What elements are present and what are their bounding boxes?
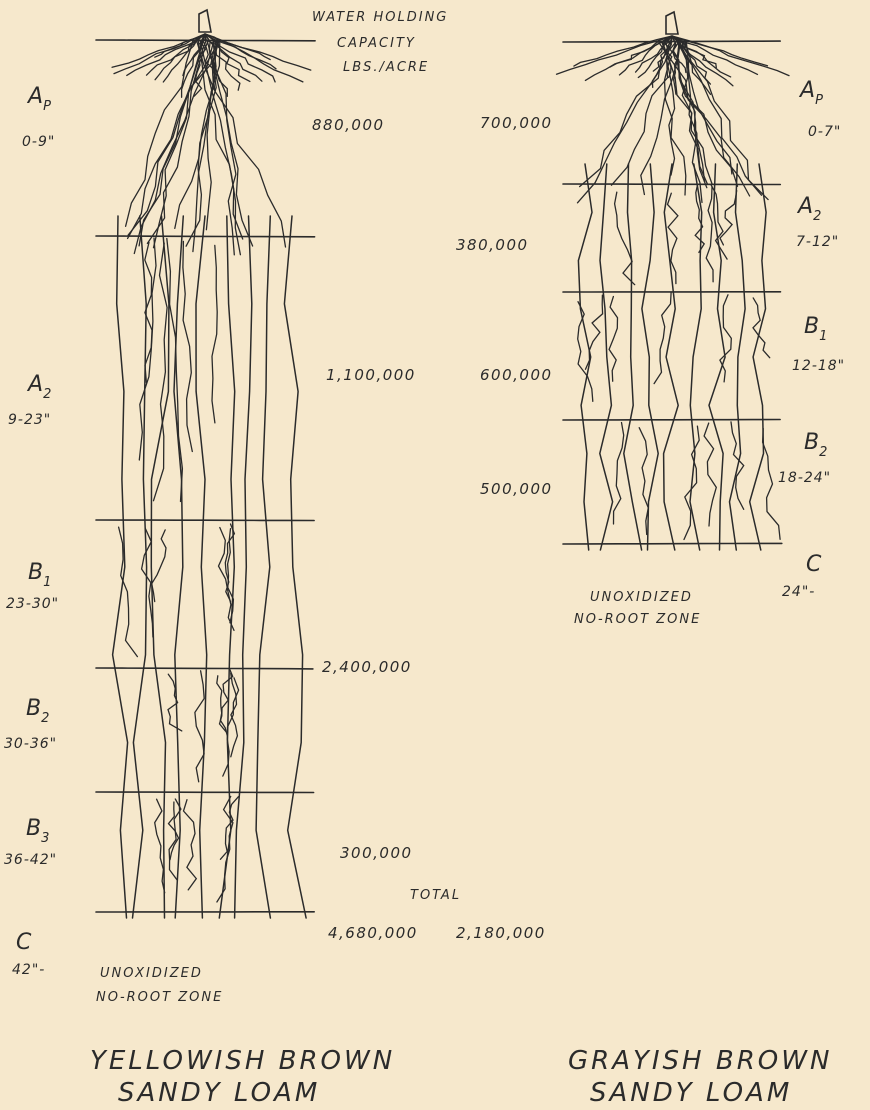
- right-horizon-b2-depth: 18-24": [778, 470, 831, 486]
- right-vertical-root: [600, 164, 613, 550]
- left-vertical-root: [219, 216, 234, 918]
- right-upper-root: [678, 42, 703, 203]
- left-zone-line-2: NO-ROOT ZONE: [96, 990, 223, 1005]
- right-vertical-root: [750, 164, 766, 550]
- right-upper-root: [578, 42, 672, 203]
- right-branch-root: [720, 191, 737, 245]
- left-stem: [199, 10, 211, 32]
- right-horizon-boundary: [563, 184, 780, 185]
- left-horizon-a2-name: A2: [28, 372, 51, 400]
- left-capacity-ap: 880,000: [312, 116, 385, 134]
- left-horizon-ap-depth: 0-9": [22, 134, 55, 150]
- left-title-line-1: YELLOWISH BROWN: [90, 1046, 395, 1076]
- header-line-3: LBS./ACRE: [343, 60, 429, 75]
- left-branch-root: [212, 245, 217, 423]
- left-horizon-c-name: C: [16, 930, 31, 955]
- left-horizon-boundary: [96, 668, 313, 669]
- left-branch-root: [168, 674, 182, 731]
- right-horizon-b1-depth: 12-18": [792, 358, 845, 374]
- header-line-2: CAPACITY: [337, 36, 416, 51]
- left-branch-root: [183, 241, 192, 451]
- right-branch-root: [668, 193, 678, 283]
- right-branch-root: [654, 293, 671, 384]
- left-capacity-b1-b2: 2,400,000: [322, 658, 412, 676]
- left-title-line-2: SANDY LOAM: [118, 1078, 320, 1108]
- left-horizon-b3-name: B3: [26, 816, 49, 844]
- right-capacity-b1: 600,000: [480, 366, 553, 384]
- total-label: TOTAL: [410, 888, 461, 903]
- right-branch-root: [586, 295, 603, 369]
- right-horizon-b2-name: B2: [804, 430, 827, 458]
- left-horizon-b1-depth: 23-30": [6, 596, 59, 612]
- right-branch-root: [639, 428, 648, 535]
- right-vertical-root: [664, 164, 679, 550]
- left-branch-root: [139, 238, 156, 460]
- right-horizon-boundary: [563, 543, 782, 544]
- left-vertical-root: [196, 216, 207, 918]
- right-horizon-c-name: C: [806, 552, 821, 577]
- right-title-line-1: GRAYISH BROWN: [568, 1046, 832, 1076]
- right-title-line-2: SANDY LOAM: [590, 1078, 792, 1108]
- left-branch-root: [169, 802, 179, 860]
- left-zone-line-1: UNOXIDIZED: [100, 966, 203, 981]
- right-horizon-boundary: [563, 41, 780, 42]
- right-vertical-root: [624, 164, 642, 550]
- left-root-profile: [96, 10, 315, 918]
- right-capacity-a2: 380,000: [456, 236, 529, 254]
- left-horizon-boundary: [96, 792, 314, 793]
- left-capacity-a2: 1,100,000: [326, 366, 416, 384]
- left-horizon-boundary: [96, 520, 314, 521]
- right-capacity-b2: 500,000: [480, 480, 553, 498]
- left-vertical-root: [284, 216, 306, 918]
- right-upper-root: [666, 42, 674, 175]
- right-horizon-b1-name: B1: [804, 314, 827, 342]
- left-horizon-a2-depth: 9-23": [8, 412, 51, 428]
- left-horizon-ap-name: AP: [28, 84, 51, 112]
- left-capacity-b3: 300,000: [340, 844, 413, 862]
- left-crown-root: [205, 34, 311, 70]
- right-horizon-ap-depth: 0-7": [808, 124, 841, 140]
- left-vertical-root: [256, 216, 270, 918]
- left-horizon-b2-name: B2: [26, 696, 49, 724]
- left-vertical-root: [113, 216, 128, 918]
- right-stem: [666, 12, 678, 34]
- header-line-1: WATER HOLDING: [312, 10, 448, 25]
- right-zone-line-2: NO-ROOT ZONE: [574, 612, 701, 627]
- left-vertical-root: [133, 216, 147, 918]
- right-branch-root: [695, 184, 704, 252]
- right-branch-root: [704, 423, 716, 526]
- right-horizon-c-depth: 24"-: [782, 584, 815, 600]
- right-branch-root: [706, 187, 713, 282]
- left-total: 4,680,000: [328, 924, 418, 942]
- right-horizon-boundary: [563, 420, 780, 421]
- right-vertical-root: [642, 164, 658, 550]
- left-horizon-boundary: [96, 236, 315, 237]
- right-horizon-ap-name: AP: [800, 78, 823, 106]
- left-horizon-b3-depth: 36-42": [4, 852, 57, 868]
- left-branch-root: [184, 800, 197, 890]
- right-root-profile: [557, 12, 790, 550]
- left-horizon-b1-name: B1: [28, 560, 51, 588]
- left-horizon-c-depth: 42"-: [12, 962, 45, 978]
- right-total: 2,180,000: [456, 924, 546, 942]
- right-horizon-a2-name: A2: [798, 194, 821, 222]
- right-branch-root: [614, 423, 624, 525]
- left-horizon-boundary: [96, 40, 315, 41]
- right-horizon-a2-depth: 7-12": [796, 234, 839, 250]
- left-horizon-b2-depth: 30-36": [4, 736, 57, 752]
- right-branch-root: [609, 297, 617, 382]
- left-branch-root: [152, 530, 166, 602]
- left-vertical-root: [235, 216, 252, 918]
- right-capacity-ap: 700,000: [480, 114, 553, 132]
- right-zone-line-1: UNOXIDIZED: [590, 590, 693, 605]
